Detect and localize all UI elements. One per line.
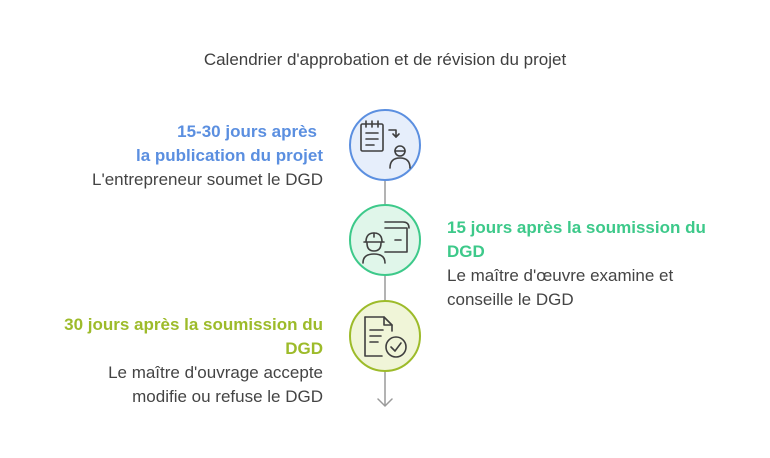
step-1-heading-line1: 15-30 jours après	[177, 122, 317, 141]
step-3-description-line2: modifie ou refuse le DGD	[132, 387, 323, 406]
step-2-description-line2: conseille le DGD	[447, 290, 574, 309]
step-3-text: 30 jours après la soumission du DGD Le m…	[64, 313, 323, 409]
document-approved-icon	[364, 316, 407, 358]
step-1-node	[349, 109, 421, 181]
step-1-description: L'entrepreneur soumet le DGD	[92, 170, 323, 189]
step-3-heading-line2: DGD	[285, 339, 323, 358]
diagram-title: Calendrier d'approbation et de révision …	[203, 50, 567, 69]
step-1-text: 15-30 jours après la publication du proj…	[92, 120, 323, 192]
step-1-heading-line2: la publication du projet	[136, 146, 323, 165]
engineer-blueprint-icon	[362, 221, 410, 264]
timeline-arrowhead	[377, 398, 393, 407]
step-2-text: 15 jours après la soumission du DGD Le m…	[447, 216, 706, 312]
step-3-heading-line1: 30 jours après la soumission du	[64, 315, 323, 334]
step-3-description-line1: Le maître d'ouvrage accepte	[108, 363, 323, 382]
step-2-heading-line2: DGD	[447, 242, 485, 261]
document-transfer-person-icon	[360, 120, 411, 169]
step-2-heading-line1: 15 jours après la soumission du	[447, 218, 706, 237]
step-3-node	[349, 300, 421, 372]
step-2-node	[349, 204, 421, 276]
step-2-description-line1: Le maître d'œuvre examine et	[447, 266, 674, 285]
